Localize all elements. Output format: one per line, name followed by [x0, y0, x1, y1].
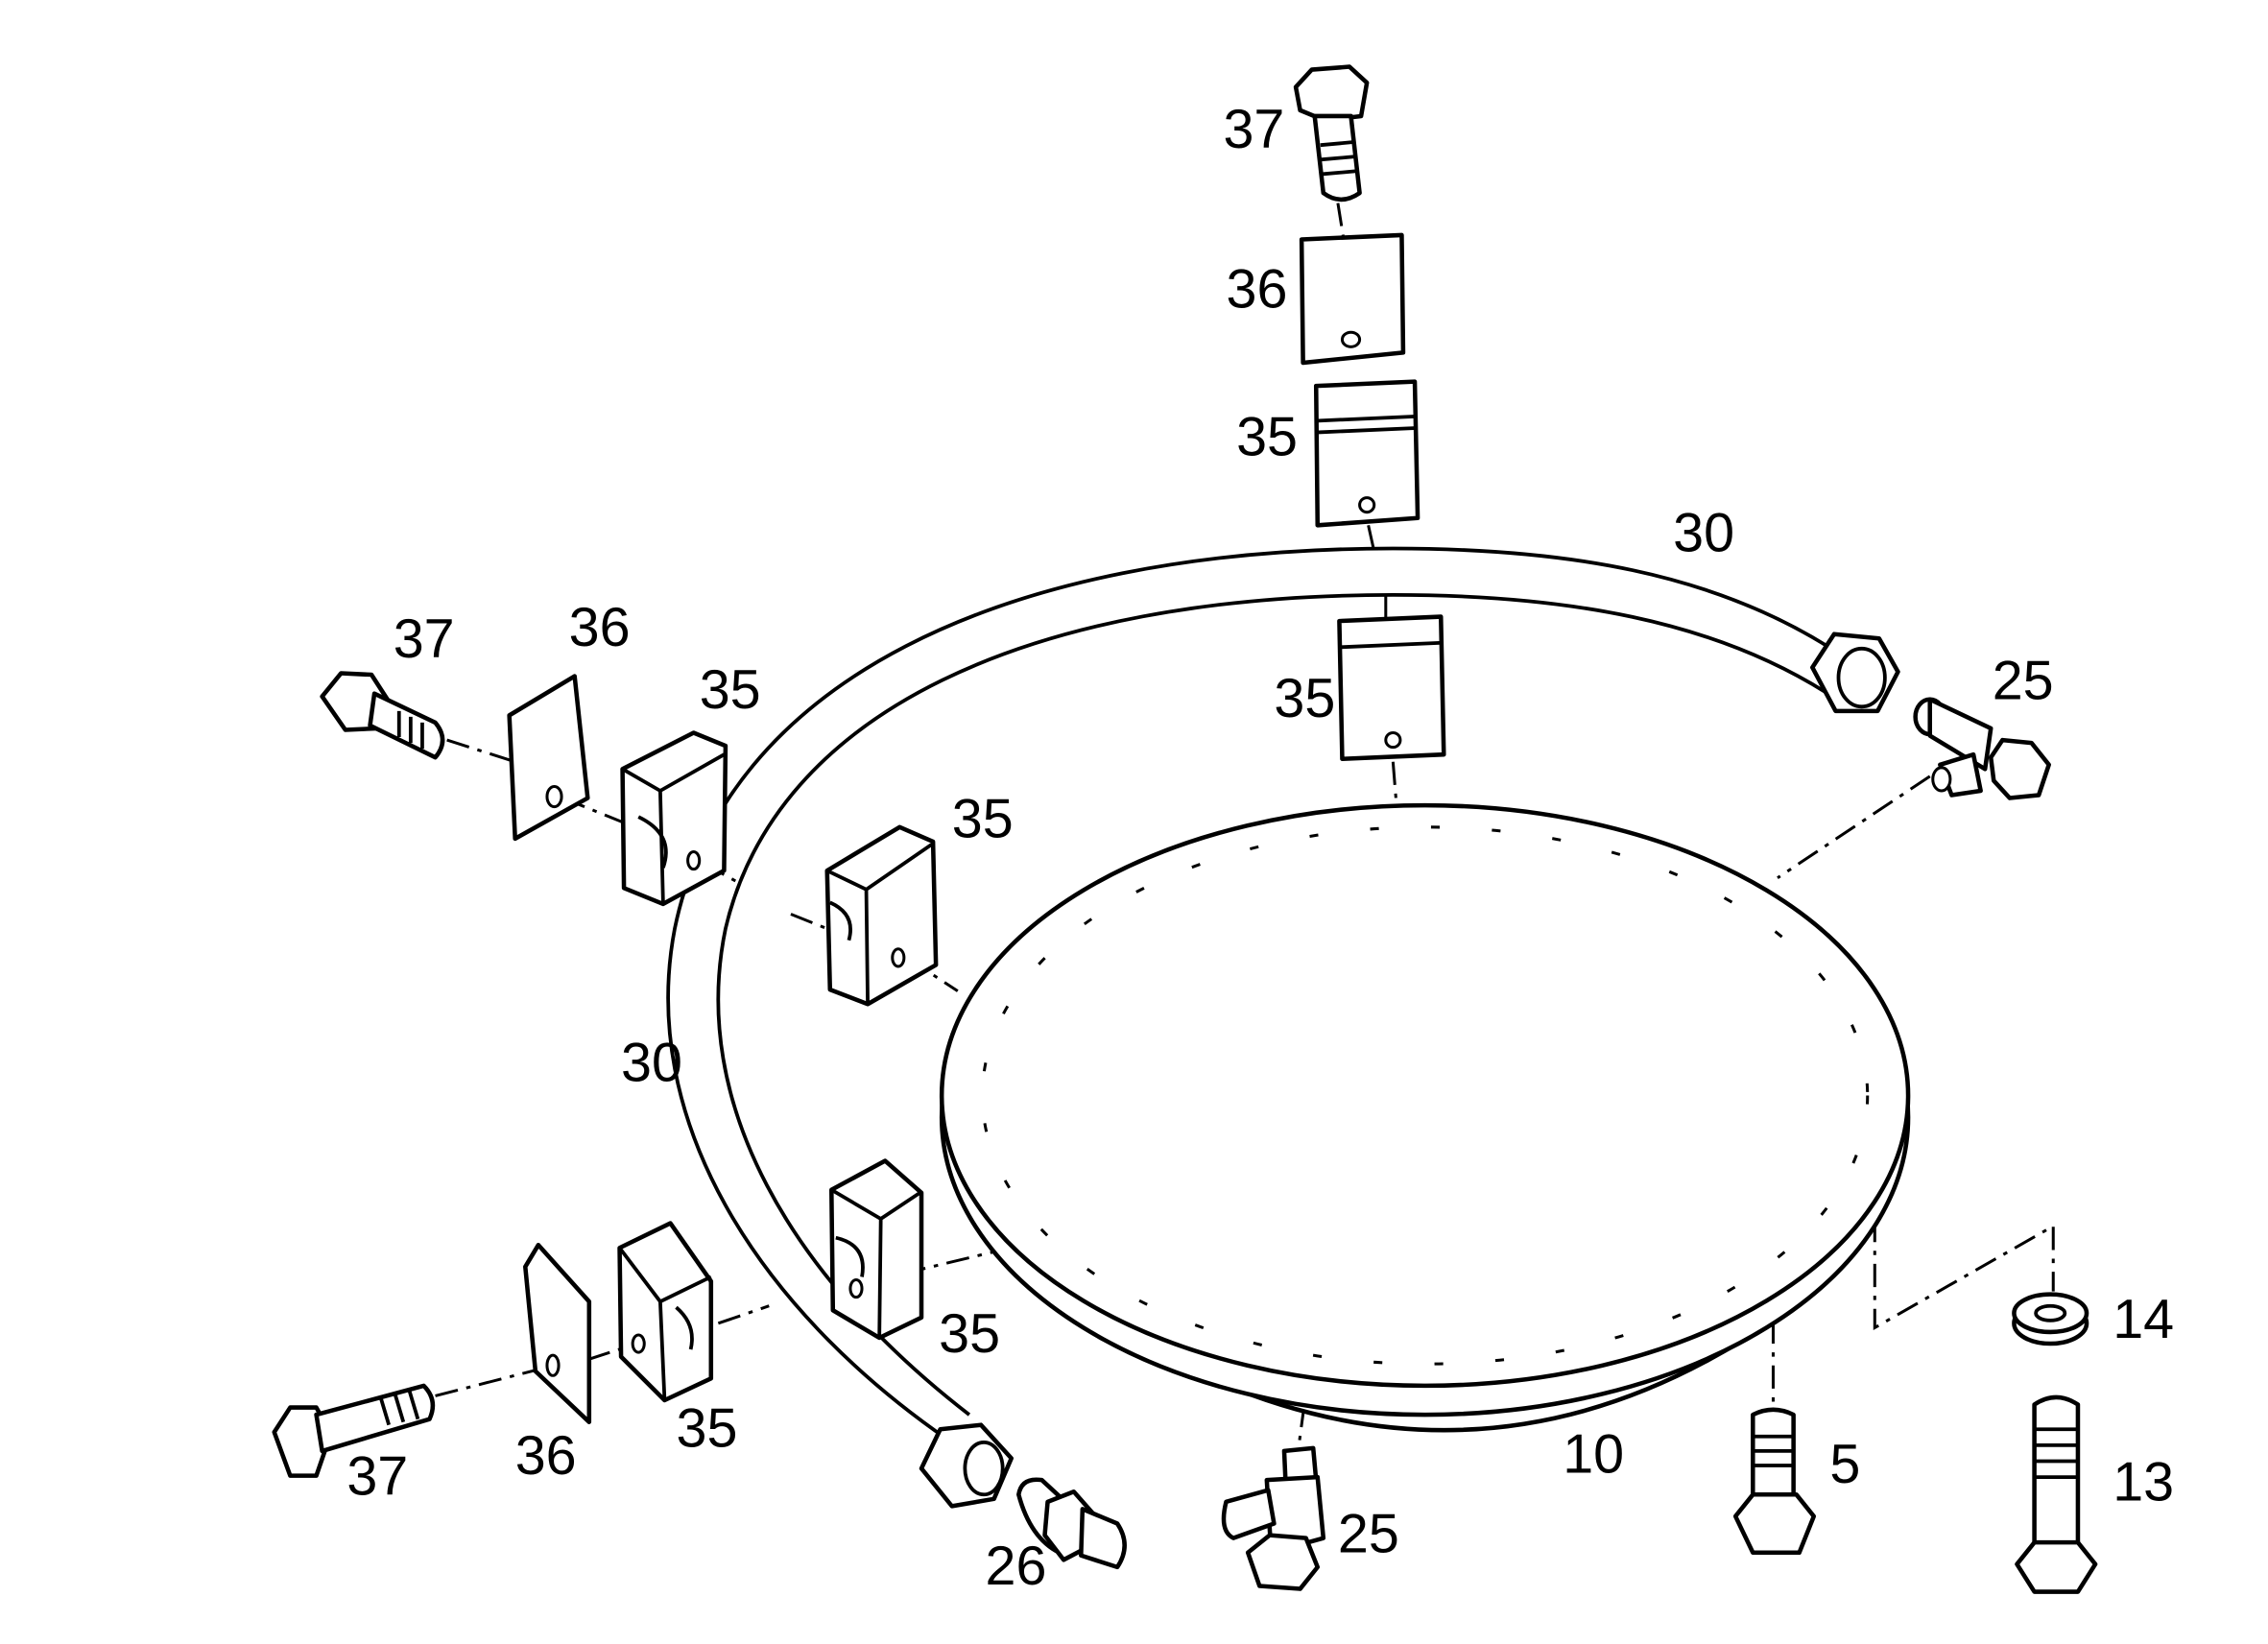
callout-labels: 37 36 35 30 35 25 37 36 35 35 30 35 36 3…	[346, 99, 2174, 1597]
block-top	[1313, 379, 1420, 528]
fitting-26	[1016, 1477, 1127, 1570]
callout-plate-top: 36	[1227, 259, 1288, 321]
block-upper-mid	[1337, 614, 1446, 761]
callout-bolt-13: 13	[2113, 1451, 2174, 1513]
hose-nut-top	[1810, 631, 1900, 714]
fitting-right	[1913, 697, 2051, 800]
hose-assembly	[666, 546, 1900, 1509]
slewing-bearing	[939, 802, 1911, 1433]
bolt-left	[320, 671, 445, 760]
callout-block-top: 35	[1236, 407, 1298, 468]
callout-block-left: 35	[700, 659, 761, 721]
callout-block-mid-left: 35	[952, 788, 1014, 849]
callout-bearing: 10	[1563, 1424, 1624, 1486]
callout-fitting-26: 26	[986, 1536, 1047, 1597]
plate-bottom	[523, 1242, 592, 1424]
callout-bolt-top: 37	[1223, 99, 1284, 160]
callout-block-bottom: 35	[677, 1397, 738, 1459]
plate-left	[507, 674, 590, 842]
bolt-bottom	[272, 1383, 436, 1478]
block-left	[620, 730, 728, 907]
fitting-bottom	[1221, 1445, 1326, 1591]
callout-hose-left: 30	[621, 1032, 682, 1093]
washer-14	[2012, 1292, 2089, 1346]
callout-block-upper-mid: 35	[1274, 668, 1335, 729]
bolt-13	[2015, 1394, 2098, 1594]
callout-block-lower-mid: 35	[939, 1303, 1000, 1365]
callout-bolt-5: 5	[1829, 1434, 1860, 1495]
block-bottom	[617, 1221, 714, 1403]
hose-nut-bottom	[919, 1422, 1015, 1509]
bolt-5	[1732, 1407, 1817, 1556]
callout-bolt-bottom: 37	[346, 1445, 408, 1507]
callout-hose-top: 30	[1673, 503, 1734, 564]
plate-top	[1299, 232, 1406, 366]
callout-washer: 14	[2113, 1289, 2174, 1350]
callout-bolt-left: 37	[394, 608, 455, 670]
block-lower-mid	[829, 1158, 924, 1341]
callout-fitting-bottom: 25	[1338, 1504, 1399, 1565]
callout-plate-left: 36	[569, 597, 631, 658]
callout-plate-bottom: 36	[515, 1425, 577, 1487]
callout-fitting-right: 25	[1993, 651, 2054, 712]
block-mid-left	[824, 824, 939, 1007]
bolt-top	[1293, 64, 1370, 203]
